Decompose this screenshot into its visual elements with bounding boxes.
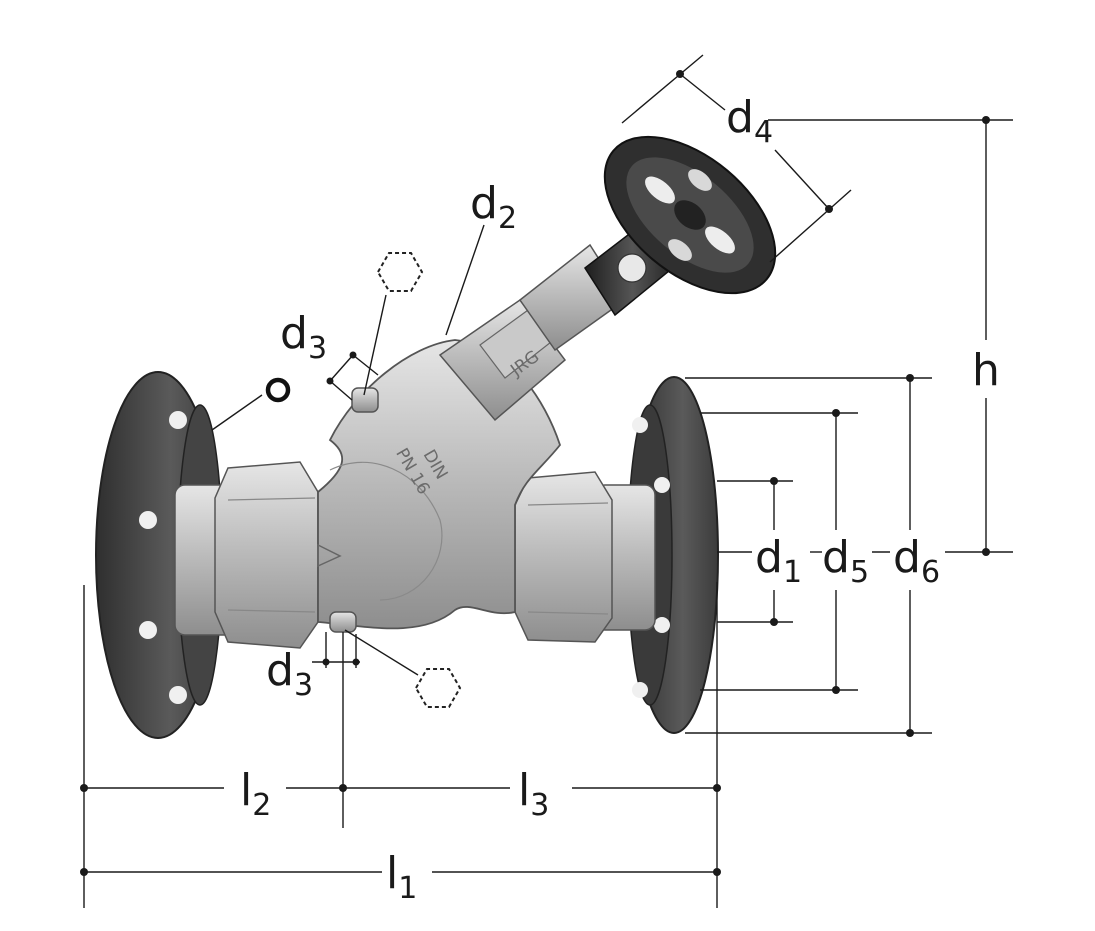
dim-line-d4-bottom	[774, 149, 830, 210]
handwheel	[603, 135, 777, 295]
label-l2: l2	[240, 765, 271, 823]
valve-illustration: DIN PN 16 JRG	[95, 135, 777, 739]
dim-line-d4-top	[679, 73, 726, 111]
right-hex-nut	[514, 471, 613, 643]
flow-arrow-icon	[317, 543, 342, 568]
dimension-labels: l1 l2 l3 h d1 d5 d6 d2 d4 d3 d3	[240, 92, 1000, 906]
leader-lower-hex	[344, 629, 419, 676]
left-hex-nut	[214, 461, 319, 649]
label-d5: d5	[822, 532, 869, 590]
leader-o	[211, 394, 263, 431]
label-d3-upper: d3	[280, 308, 327, 366]
label-d3-lower: d3	[266, 645, 313, 703]
o-ring-symbol-icon	[265, 377, 291, 403]
label-h: h	[972, 345, 1000, 396]
label-l1: l1	[386, 848, 417, 906]
leader-upper-hex	[363, 294, 387, 396]
label-l3: l3	[518, 765, 549, 823]
label-d6: d6	[893, 532, 940, 590]
label-d2: d2	[470, 178, 517, 236]
dimension-lines	[83, 54, 1013, 908]
dimension-dots	[80, 70, 990, 876]
hex-key-lower-icon	[414, 668, 462, 708]
position-indicator-icon	[617, 253, 647, 283]
label-d4: d4	[726, 92, 773, 150]
hex-key-upper-icon	[376, 252, 424, 292]
lower-test-point	[329, 611, 357, 633]
label-d1: d1	[755, 532, 802, 590]
leader-d2	[445, 224, 485, 336]
